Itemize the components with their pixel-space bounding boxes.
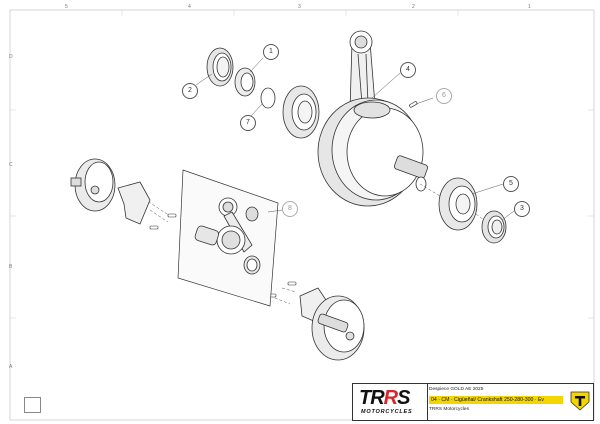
callout-6[interactable]: 6 xyxy=(436,88,452,104)
small-bolts xyxy=(149,213,297,298)
crank-half-left xyxy=(70,158,116,212)
oil-seal-3 xyxy=(481,210,507,244)
callout-1[interactable]: 1 xyxy=(263,44,279,60)
callout-2[interactable]: 2 xyxy=(182,83,198,99)
callout-5[interactable]: 5 xyxy=(503,176,519,192)
grid-col-label: 5 xyxy=(65,4,68,10)
callout-8[interactable]: 8 xyxy=(282,201,298,217)
grid-col-label: 4 xyxy=(188,4,191,10)
oil-seal-2 xyxy=(206,47,234,87)
crankshaft-assembly xyxy=(317,30,428,207)
title-block: TRRS MOTORCYCLES Despiece GOLD AE 2025 0… xyxy=(352,383,594,421)
pin-6 xyxy=(409,101,418,108)
main-bearing-left xyxy=(282,85,320,139)
main-bearing-right xyxy=(438,177,478,231)
company-name: TRRS Motorcycles xyxy=(429,407,469,412)
grid-col-label: 1 xyxy=(528,4,531,10)
bushing-1 xyxy=(234,67,256,97)
crank-half-right xyxy=(311,295,365,361)
grid-row-label: C xyxy=(9,162,13,168)
drawing-reference: Despiece GOLD AE 2025 xyxy=(429,387,484,392)
shield-badge-icon xyxy=(570,391,590,411)
grid-col-label: 3 xyxy=(298,4,301,10)
grid-row-label: A xyxy=(9,364,13,370)
circlip-7 xyxy=(260,87,276,109)
callout-3[interactable]: 3 xyxy=(514,201,530,217)
logo-text: TRRS xyxy=(359,387,410,409)
drawing-title: 04 · CM · Cigüeñal/ Crankshaft 250-280-3… xyxy=(429,396,563,404)
grid-row-label: B xyxy=(9,264,13,270)
logo-subtext: MOTORCYCLES xyxy=(361,409,413,415)
counterweight-left xyxy=(117,181,151,225)
grid-col-label: 2 xyxy=(412,4,415,10)
home-button[interactable] xyxy=(24,397,41,413)
callout-7[interactable]: 7 xyxy=(240,115,256,131)
grid-row-label: D xyxy=(9,54,13,60)
brand-logo: TRRS MOTORCYCLES xyxy=(353,384,428,420)
conrod-kit xyxy=(194,197,261,275)
callout-4[interactable]: 4 xyxy=(400,62,416,78)
